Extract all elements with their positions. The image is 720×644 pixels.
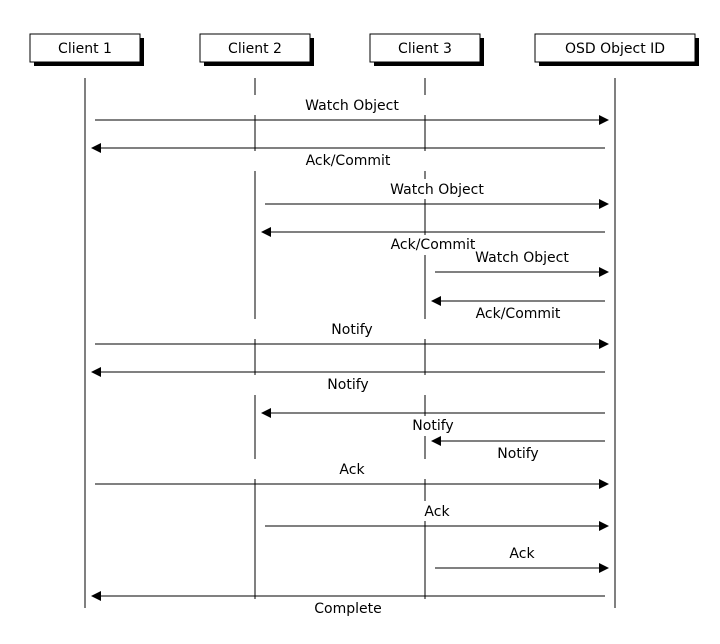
message-label: Notify: [331, 322, 372, 338]
arrowhead: [91, 591, 101, 601]
actor-box: [199, 33, 311, 63]
actor-c2: Client 2: [199, 33, 314, 66]
arrowhead: [599, 199, 609, 209]
message-4: Watch Object: [435, 250, 609, 277]
actor-label: OSD Object ID: [565, 41, 665, 57]
message-label: Complete: [314, 601, 381, 617]
message-1: Ack/Commit: [91, 143, 605, 169]
arrowhead: [599, 339, 609, 349]
message-9: Notify: [431, 436, 605, 462]
message-label: Watch Object: [390, 182, 484, 198]
actor-box: [369, 33, 481, 63]
arrowhead: [431, 436, 441, 446]
actor-box: [534, 33, 696, 63]
message-label: Ack: [339, 462, 365, 478]
arrowhead: [261, 408, 271, 418]
message-6: Notify: [95, 322, 609, 349]
message-label: Ack/Commit: [476, 306, 561, 322]
message-label: Ack/Commit: [306, 153, 391, 169]
message-2: Watch Object: [265, 182, 609, 209]
message-7: Notify: [91, 367, 605, 393]
actor-c3: Client 3: [369, 33, 484, 66]
arrowhead: [91, 143, 101, 153]
message-label: Notify: [412, 418, 453, 434]
message-label: Watch Object: [475, 250, 569, 266]
message-12: Ack: [435, 546, 609, 573]
arrowhead: [599, 115, 609, 125]
actor-label: Client 2: [228, 41, 282, 57]
message-label: Notify: [327, 377, 368, 393]
arrowhead: [599, 563, 609, 573]
message-5: Ack/Commit: [431, 296, 605, 322]
message-3: Ack/Commit: [261, 227, 605, 253]
actor-c1: Client 1: [29, 33, 144, 66]
message-8: Notify: [261, 408, 605, 434]
arrowhead: [599, 267, 609, 277]
arrowhead: [599, 521, 609, 531]
arrowhead: [431, 296, 441, 306]
actors: Client 1 Client 2 Client 3 OSD Object ID: [29, 33, 699, 66]
message-13: Complete: [91, 591, 605, 617]
message-label: Ack/Commit: [391, 237, 476, 253]
arrowhead: [599, 479, 609, 489]
actor-label: Client 3: [398, 41, 452, 57]
message-label: Ack: [424, 504, 450, 520]
message-label: Ack: [509, 546, 535, 562]
actor-label: Client 1: [58, 41, 112, 57]
message-10: Ack: [95, 462, 609, 489]
arrowhead: [91, 367, 101, 377]
message-label: Watch Object: [305, 98, 399, 114]
message-11: Ack: [265, 504, 609, 531]
message-label: Notify: [497, 446, 538, 462]
actor-osd: OSD Object ID: [534, 33, 699, 66]
arrowhead: [261, 227, 271, 237]
message-0: Watch Object: [95, 98, 609, 125]
actor-box: [29, 33, 141, 63]
